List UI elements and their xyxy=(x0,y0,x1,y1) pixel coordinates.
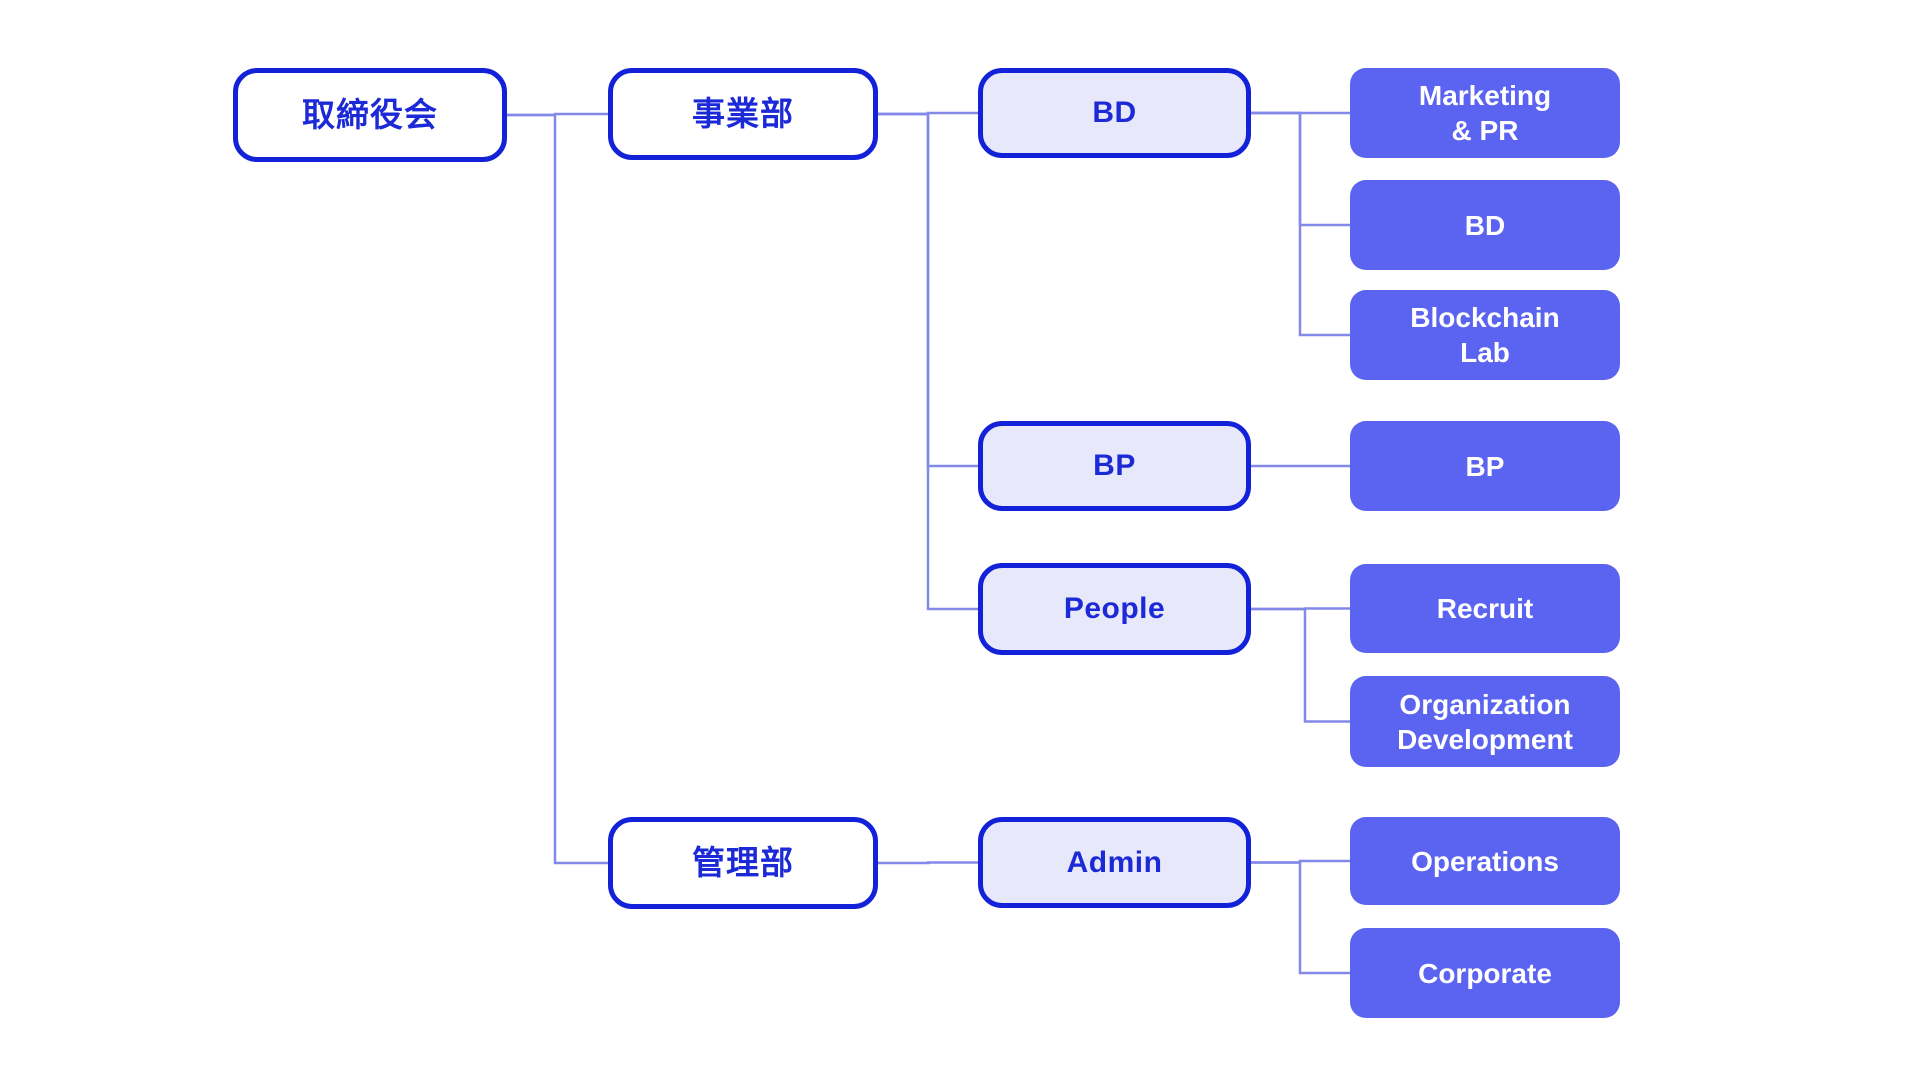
node-corporate-team: Corporate xyxy=(1350,928,1620,1018)
node-bp-team: BP xyxy=(1350,421,1620,511)
connector-business-bp xyxy=(878,112,978,468)
node-bd-division: BD xyxy=(978,68,1251,158)
connector-board-business xyxy=(507,112,608,117)
node-people-division: People xyxy=(978,563,1251,655)
node-bd-team: BD xyxy=(1350,180,1620,270)
connector-people-recruit xyxy=(1251,607,1350,611)
connector-business-bd xyxy=(878,111,978,116)
node-organization-development-team: Organization Development xyxy=(1350,676,1620,767)
node-recruit-team: Recruit xyxy=(1350,564,1620,653)
connector-board-management xyxy=(507,113,608,865)
connector-bd-blockchain xyxy=(1251,111,1350,337)
node-blockchain-lab-team: Blockchain Lab xyxy=(1350,290,1620,380)
node-marketing-pr-team: Marketing & PR xyxy=(1350,68,1620,158)
node-operations-team: Operations xyxy=(1350,817,1620,905)
node-management-division: 管理部 xyxy=(608,817,878,909)
connector-admin-corporate xyxy=(1251,861,1350,975)
connector-admin-operations xyxy=(1251,859,1350,864)
connector-bd-bd2 xyxy=(1251,111,1350,227)
connector-management-admin xyxy=(878,861,978,865)
node-admin-division: Admin xyxy=(978,817,1251,908)
connector-people-orgdev xyxy=(1251,607,1350,723)
node-board-of-directors: 取締役会 xyxy=(233,68,507,162)
connector-business-people xyxy=(878,112,978,611)
node-business-division: 事業部 xyxy=(608,68,878,160)
node-bp-division: BP xyxy=(978,421,1251,511)
